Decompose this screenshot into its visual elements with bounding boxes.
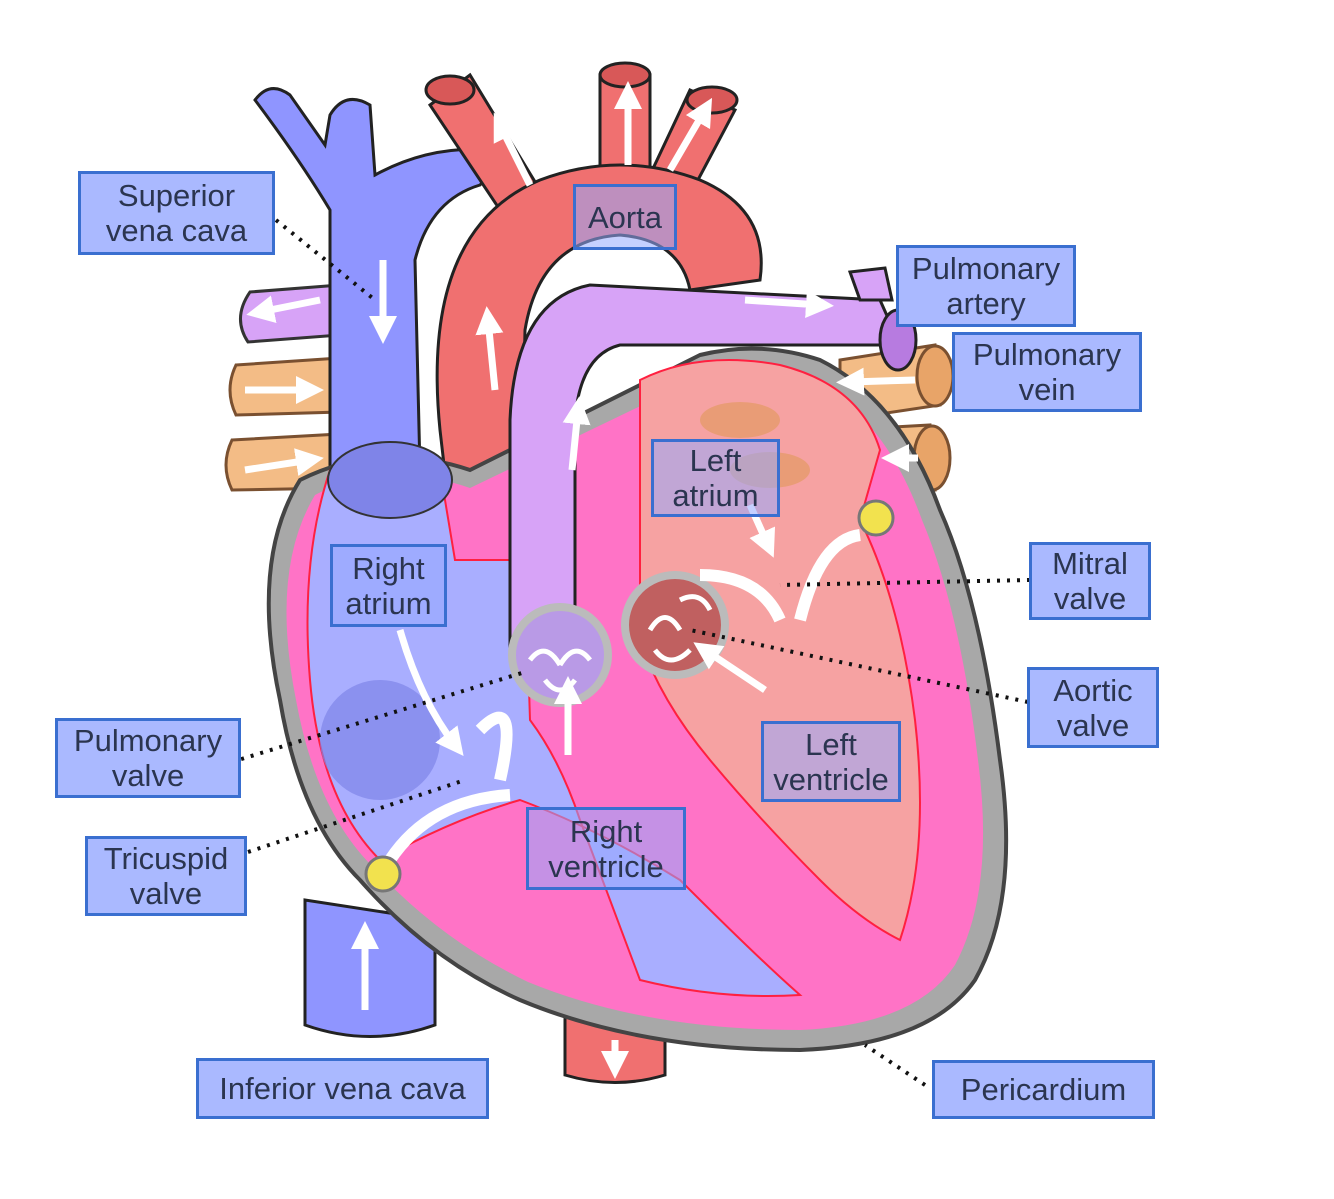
aortic-valve-shape <box>621 571 729 679</box>
label-aortic-valve: Aortic valve <box>1027 667 1159 748</box>
label-pulmonary-valve: Pulmonary valve <box>55 718 241 798</box>
tricuspid-valve-shape <box>385 711 513 864</box>
label-mitral-valve: Mitral valve <box>1029 542 1151 620</box>
pulmonary-valve-shape <box>508 603 612 707</box>
coronary-vessels <box>364 499 895 893</box>
label-aorta: Aorta <box>573 184 677 250</box>
leader-lines <box>221 218 1031 1087</box>
label-pericardium: Pericardium <box>932 1060 1155 1119</box>
label-tricuspid-valve: Tricuspid valve <box>85 836 247 916</box>
label-left-atrium: Left atrium <box>651 439 780 517</box>
mitral-valve-shape <box>699 529 862 623</box>
label-inferior-vena-cava: Inferior vena cava <box>196 1058 489 1119</box>
blood-flow-arrows <box>244 81 918 1079</box>
label-right-atrium: Right atrium <box>330 544 447 627</box>
label-pulmonary-vein: Pulmonary vein <box>952 332 1142 412</box>
label-superior-vena-cava: Superior vena cava <box>78 171 275 255</box>
label-right-ventricle: Right ventricle <box>526 807 686 890</box>
label-pulmonary-artery: Pulmonary artery <box>896 245 1076 327</box>
label-left-ventricle: Left ventricle <box>761 721 901 802</box>
